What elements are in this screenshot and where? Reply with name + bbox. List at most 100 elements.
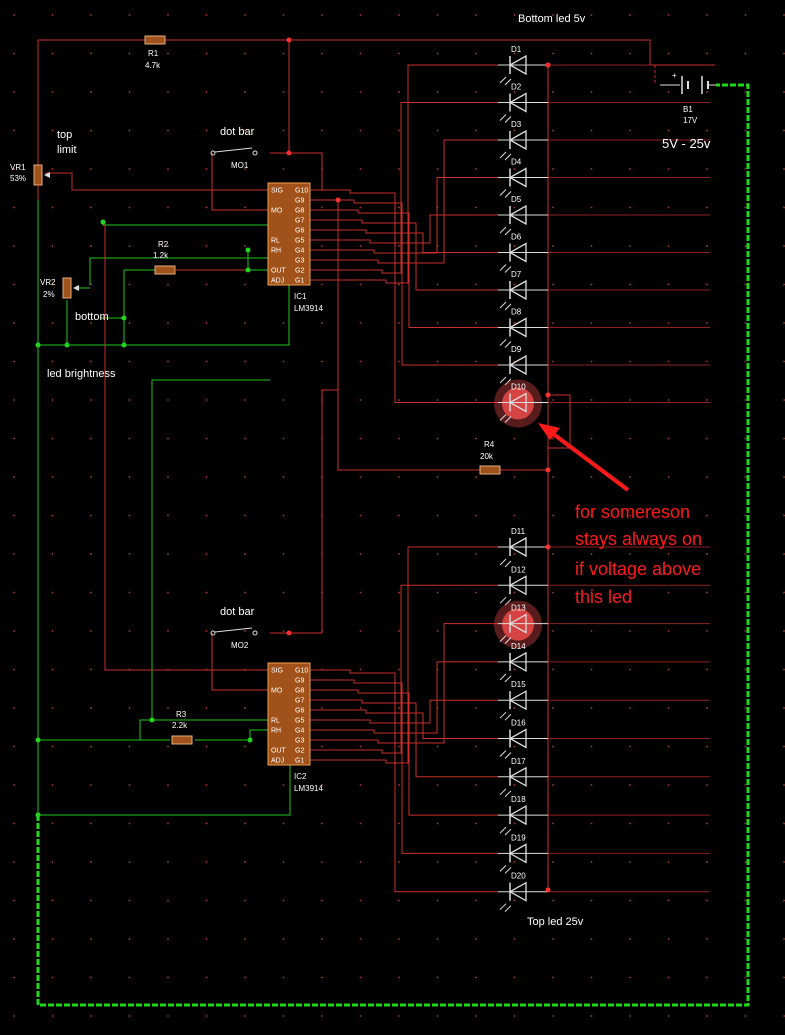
ic-pin-left: ADJ — [271, 758, 284, 765]
ic-pin-right: G7 — [295, 698, 304, 705]
ic-pin-right: G2 — [295, 268, 304, 275]
led-label: D8 — [511, 308, 522, 317]
ic-pin-right: G5 — [295, 718, 304, 725]
svg-text:53%: 53% — [10, 174, 26, 183]
led-label: D9 — [511, 345, 522, 354]
led-d15[interactable]: D15 — [498, 680, 548, 721]
svg-text:2.2k: 2.2k — [172, 721, 188, 730]
ic-pin-left: RH — [271, 728, 281, 735]
ic-pin-right: G1 — [295, 758, 304, 765]
svg-text:+: + — [672, 71, 677, 80]
led-d6[interactable]: D6 — [498, 233, 548, 273]
ic-led-fanout-wires — [310, 64, 710, 893]
led-label: D19 — [511, 833, 526, 842]
led-d5[interactable]: D5 — [498, 195, 548, 236]
junction-dots — [35, 37, 551, 893]
top-led-label: Top led 25v — [527, 916, 584, 928]
led-label: D13 — [511, 604, 526, 613]
top-limit-label-2: limit — [57, 144, 77, 156]
led-label: D1 — [511, 45, 522, 54]
potentiometer-vr2[interactable]: VR2 2% — [40, 277, 90, 299]
led-d11[interactable]: D11 — [498, 527, 548, 568]
ic-pin-right: G7 — [295, 218, 304, 225]
svg-text:stays always on: stays always on — [575, 529, 702, 549]
led-d14[interactable]: D14 — [498, 642, 548, 683]
ic-pin-left: MO — [271, 688, 283, 695]
led-d16[interactable]: D16 — [498, 719, 548, 759]
ic-pin-right: G1 — [295, 278, 304, 285]
svg-text:1.2k: 1.2k — [153, 251, 169, 260]
resistor-r1[interactable]: R1 4.7k — [144, 35, 166, 70]
bottom-label: bottom — [75, 311, 109, 323]
ic-pin-right: G4 — [295, 728, 304, 735]
ic2-lm3914[interactable]: IC2 LM3914 SIGMORLRHOUTADJG10G9G8G7G6G5G… — [267, 662, 323, 793]
led-d8[interactable]: D8 — [498, 308, 548, 348]
led-d18[interactable]: D18 — [498, 795, 548, 836]
led-d10[interactable]: D10 — [494, 379, 548, 428]
svg-text:R1: R1 — [148, 49, 159, 58]
ic-pin-left: RH — [271, 248, 281, 255]
led-d19[interactable]: D19 — [498, 833, 548, 874]
led-label: D10 — [511, 383, 526, 392]
ic-pin-left: RL — [271, 718, 280, 725]
led-label: D4 — [511, 158, 522, 167]
ic-pin-right: G8 — [295, 208, 304, 215]
battery-b1[interactable]: + B1 17V — [654, 65, 716, 125]
led-d12[interactable]: D12 — [498, 565, 548, 606]
led-d3[interactable]: D3 — [498, 120, 548, 161]
ic-pin-right: G8 — [295, 688, 304, 695]
ic-pin-left: SIG — [271, 188, 283, 195]
led-d7[interactable]: D7 — [498, 270, 548, 311]
led-label: D7 — [511, 270, 522, 279]
led-label: D6 — [511, 233, 522, 242]
ic-pin-right: G2 — [295, 748, 304, 755]
switch-mo1[interactable]: MO1 — [210, 147, 258, 170]
switch-mo2[interactable]: MO2 — [210, 627, 258, 650]
potentiometer-vr1[interactable]: VR1 53% — [10, 163, 50, 200]
ic-pin-left: OUT — [271, 268, 287, 275]
led-label: D15 — [511, 680, 526, 689]
led-d9[interactable]: D9 — [498, 345, 548, 386]
svg-text:VR1: VR1 — [10, 163, 26, 172]
led-d13[interactable]: D13 — [494, 600, 548, 649]
resistor-r2[interactable]: R2 1.2k — [153, 240, 248, 275]
bottom-led-label: Bottom led 5v — [518, 13, 586, 25]
ic-pin-right: G6 — [295, 708, 304, 715]
resistor-r3[interactable]: R3 2.2k — [171, 710, 193, 745]
led-d4[interactable]: D4 — [498, 158, 548, 198]
ic-pin-right: G5 — [295, 238, 304, 245]
svg-text:LM3914: LM3914 — [294, 304, 323, 313]
annotation: for somereson stays always on if voltage… — [538, 423, 702, 607]
ic-pin-right: G9 — [295, 198, 304, 205]
resistor-r4[interactable]: R4 20k — [479, 440, 501, 475]
svg-text:17V: 17V — [683, 116, 698, 125]
ic-pin-right: G10 — [295, 188, 308, 195]
led-label: D11 — [511, 527, 526, 536]
ic-pin-left: SIG — [271, 668, 283, 675]
led-d2[interactable]: D2 — [498, 83, 548, 123]
ic-pin-left: ADJ — [271, 278, 284, 285]
dot-bar-label-1: dot bar — [220, 126, 255, 138]
ic-pin-right: G9 — [295, 678, 304, 685]
led-d1[interactable]: D1 — [498, 45, 548, 86]
svg-text:IC1: IC1 — [294, 292, 307, 301]
led-d20[interactable]: D20 — [498, 872, 548, 913]
svg-text:IC2: IC2 — [294, 772, 307, 781]
supply-range-label: 5V - 25v — [662, 136, 711, 151]
grid-dots — [13, 14, 785, 1017]
ic-pin-left: MO — [271, 208, 283, 215]
led-label: D12 — [511, 565, 526, 574]
svg-text:MO1: MO1 — [231, 161, 249, 170]
svg-text:for somereson: for somereson — [575, 502, 690, 522]
led-column: D1D2D3D4D5D6D7D8D9D10D11D12D13D14D15D16D… — [494, 45, 548, 913]
ic1-lm3914[interactable]: IC1 LM3914 SIGMORLRHOUTADJG10G9G8G7G6G5G… — [267, 182, 323, 313]
svg-text:R2: R2 — [158, 240, 169, 249]
ic-pin-left: OUT — [271, 748, 287, 755]
ground-bus-wire — [36, 83, 750, 1007]
led-d17[interactable]: D17 — [498, 757, 548, 798]
ic-pin-left: RL — [271, 238, 280, 245]
ic-pin-right: G3 — [295, 738, 304, 745]
led-label: D3 — [511, 120, 522, 129]
svg-text:R4: R4 — [484, 440, 495, 449]
led-label: D14 — [511, 642, 526, 651]
